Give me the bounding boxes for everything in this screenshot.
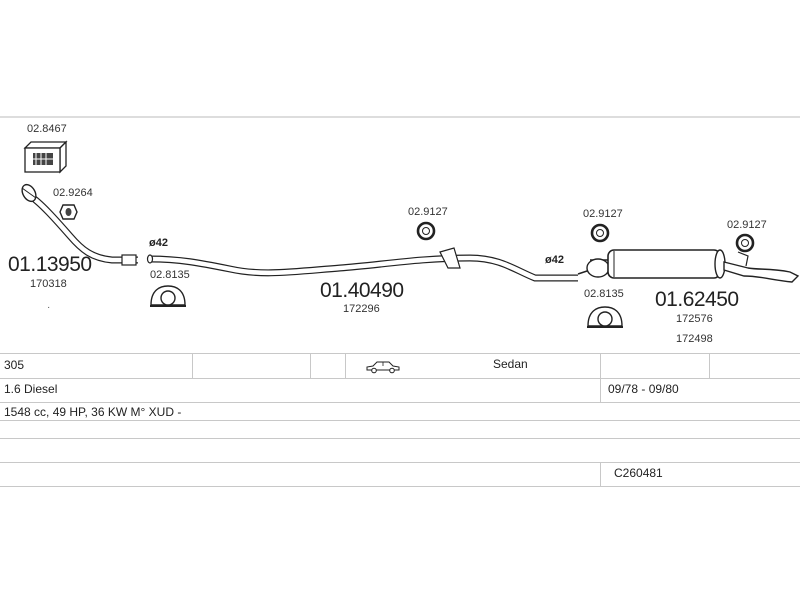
- rear-hanger-1-code: 02.9127: [583, 208, 623, 220]
- table-divider: [0, 353, 800, 354]
- gasket-ring-rear-2-icon: [735, 233, 755, 253]
- hanger-2-code: 02.8135: [584, 288, 624, 300]
- table-divider: [0, 402, 800, 403]
- diameter-label-1: ø42: [149, 237, 168, 249]
- table-divider: [0, 420, 800, 421]
- front-gasket-code: 02.9264: [53, 187, 93, 199]
- table-divider: [0, 486, 800, 487]
- middle-pipe-shape: [146, 247, 578, 282]
- rubber-hanger-1-icon: [150, 285, 186, 307]
- rear-silencer-shape: [577, 249, 800, 283]
- rear-silencer-ref-1: 172576: [676, 313, 713, 325]
- table-divider: [0, 378, 800, 379]
- table-divider: [600, 353, 601, 402]
- vehicle-model: 305: [4, 358, 25, 372]
- front-pipe-shape: [21, 183, 138, 266]
- middle-hanger-code: 02.9127: [408, 206, 448, 218]
- front-dot: ·: [47, 302, 51, 313]
- front-pipe-code: 01.13950: [8, 253, 92, 276]
- front-gasket-icon: [59, 204, 78, 220]
- middle-pipe-ref: 172296: [343, 303, 380, 315]
- vehicle-body: Sedan: [493, 357, 528, 371]
- mount-box-code: 02.8467: [27, 123, 67, 135]
- gasket-ring-rear-1-icon: [590, 223, 610, 243]
- middle-pipe-code: 01.40490: [320, 279, 404, 302]
- rear-silencer-code: 01.62450: [655, 288, 739, 311]
- table-divider: [192, 353, 193, 378]
- rear-hanger-2-code: 02.9127: [727, 219, 767, 231]
- hanger-1-code: 02.8135: [150, 269, 190, 281]
- vehicle-engine: 1.6 Diesel: [4, 382, 58, 396]
- mounting-kit-box-icon: [23, 140, 68, 174]
- vehicle-years: 09/78 - 09/80: [608, 382, 679, 396]
- rubber-hanger-2-icon: [587, 306, 623, 328]
- table-divider: [310, 353, 311, 378]
- table-divider: [0, 438, 800, 439]
- vehicle-spec: 1548 cc, 49 HP, 36 KW M° XUD -: [4, 405, 182, 419]
- diameter-label-2: ø42: [545, 254, 564, 266]
- table-divider: [709, 353, 710, 378]
- table-divider: [0, 462, 800, 463]
- gasket-ring-middle-icon: [416, 221, 436, 241]
- table-divider: [345, 353, 346, 378]
- catalog-number: C260481: [614, 466, 663, 480]
- sedan-car-icon: [366, 361, 400, 374]
- front-pipe-ref: 170318: [30, 278, 67, 290]
- rear-silencer-ref-2: 172498: [676, 333, 713, 345]
- table-divider: [600, 462, 601, 486]
